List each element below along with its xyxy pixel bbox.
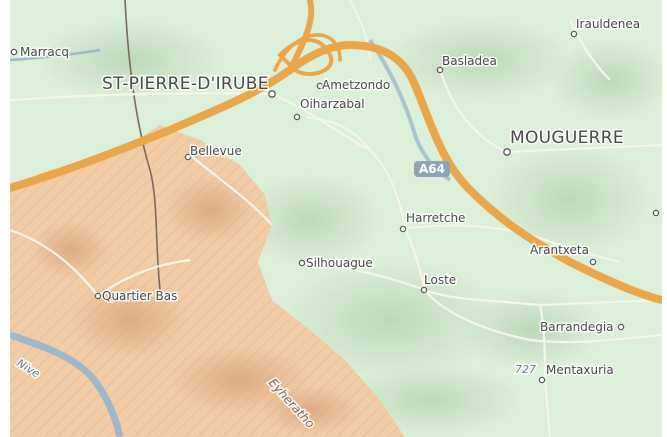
- marker-marracq[interactable]: [10, 48, 18, 56]
- label-oiharzabal[interactable]: Oiharzabal: [299, 96, 367, 113]
- place-labels: Marracq ST-PIERRE-D'IRUBE Ametzondo Oiha…: [19, 16, 642, 379]
- label-marracq[interactable]: Marracq: [19, 44, 71, 61]
- label-loste[interactable]: Loste: [423, 272, 458, 289]
- label-barrandegia[interactable]: Barrandegia: [539, 319, 616, 336]
- a64-shield: A64: [414, 161, 450, 177]
- marker-oiharzabal[interactable]: [293, 113, 301, 121]
- terrain-hillshade: [40, 20, 662, 435]
- label-mentaxuria[interactable]: Mentaxuria: [545, 362, 616, 379]
- map-svg[interactable]: A64 727 Eyheratho Nive: [10, 0, 662, 437]
- marker-mentaxuria[interactable]: [538, 376, 546, 384]
- marker-irauldenea[interactable]: [570, 30, 578, 38]
- marker-bellevue[interactable]: [184, 153, 192, 161]
- route-number-label: 727: [515, 363, 536, 376]
- marker-quartier-bas[interactable]: [94, 292, 102, 300]
- label-harretche[interactable]: Harretche: [405, 210, 467, 227]
- a64-shield-label: A64: [419, 162, 445, 176]
- label-mouguerre[interactable]: MOUGUERRE: [509, 127, 626, 150]
- label-basladea[interactable]: Basladea: [441, 53, 499, 70]
- label-st-pierre[interactable]: ST-PIERRE-D'IRUBE: [101, 73, 270, 96]
- marker-mouguerre[interactable]: [503, 148, 511, 156]
- marker-edge-east[interactable]: [652, 209, 660, 217]
- map-canvas[interactable]: A64 727 Eyheratho Nive: [10, 0, 662, 437]
- marker-ametzondo[interactable]: [316, 82, 324, 90]
- marker-st-pierre[interactable]: [268, 90, 276, 98]
- river-nive: [10, 331, 124, 437]
- place-markers: [10, 30, 660, 384]
- label-silhouague[interactable]: Silhouague: [305, 255, 375, 272]
- marker-harretche[interactable]: [399, 225, 407, 233]
- label-ametzondo[interactable]: Ametzondo: [321, 77, 392, 94]
- zone-area: [10, 125, 405, 437]
- river-upper: [10, 48, 101, 62]
- zone-hillshade: [30, 175, 360, 435]
- label-quartier-bas[interactable]: Quartier Bas: [101, 288, 179, 305]
- label-bellevue[interactable]: Bellevue: [189, 143, 244, 160]
- label-arantxeta[interactable]: Arantxeta: [529, 242, 591, 259]
- marker-loste[interactable]: [420, 286, 428, 294]
- marker-silhouague[interactable]: [298, 259, 306, 267]
- motorway-a64: [10, 0, 662, 304]
- label-irauldenea[interactable]: Irauldenea: [575, 16, 642, 33]
- marker-barrandegia[interactable]: [617, 323, 625, 331]
- marker-arantxeta[interactable]: [589, 258, 597, 266]
- railway: [124, 0, 161, 291]
- marker-basladea[interactable]: [436, 66, 444, 74]
